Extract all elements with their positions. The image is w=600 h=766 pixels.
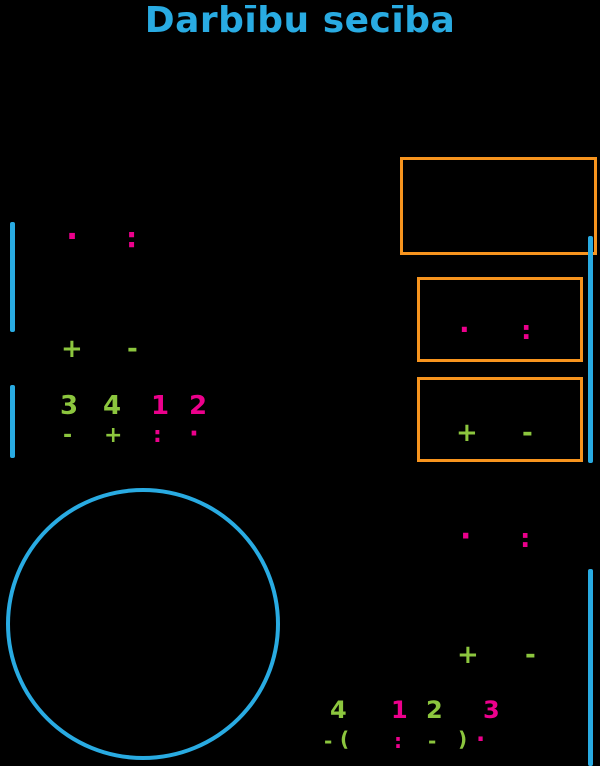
multiply-symbol: · [476, 725, 486, 753]
order-number: 3 [60, 391, 79, 421]
close-paren-symbol: ) [458, 727, 468, 751]
highlight-circle [6, 488, 280, 760]
divide-symbol: : [521, 316, 532, 346]
operator-symbol: - [63, 423, 73, 448]
minus-symbol: - [525, 640, 536, 670]
rule-box-addsub [417, 377, 583, 462]
multiply-symbol: · [459, 313, 470, 346]
rule-box-top [400, 157, 597, 255]
divide-symbol: : [394, 729, 402, 753]
open-paren-symbol: ( [340, 727, 350, 751]
page-title: Darbību secība [144, 0, 456, 41]
divide-symbol: : [126, 221, 138, 254]
order-number: 4 [103, 391, 122, 421]
operator-symbol: - [324, 729, 333, 753]
right-rule-line-bottom [588, 569, 593, 766]
order-number: 1 [151, 391, 170, 421]
plus-symbol: + [61, 334, 83, 364]
right-rule-line-top [588, 236, 593, 463]
order-number: 1 [391, 696, 408, 724]
order-number: 3 [483, 696, 500, 724]
order-number: 4 [330, 696, 347, 724]
minus-symbol: - [522, 418, 533, 448]
left-rule-line-top [10, 222, 15, 332]
operator-symbol: : [153, 423, 162, 448]
order-number: 2 [189, 391, 208, 421]
operator-symbol: · [189, 419, 199, 449]
multiply-symbol: · [460, 519, 472, 554]
plus-symbol: + [456, 418, 478, 448]
rule-box-muldiv [417, 277, 583, 362]
minus-symbol: - [127, 334, 138, 364]
left-rule-line-bottom [10, 385, 15, 458]
plus-symbol: + [457, 640, 479, 670]
minus-symbol: - [428, 729, 437, 753]
operator-symbol: + [104, 423, 123, 448]
order-number: 2 [426, 696, 443, 724]
divide-symbol: : [520, 524, 531, 554]
multiply-symbol: · [66, 217, 79, 255]
